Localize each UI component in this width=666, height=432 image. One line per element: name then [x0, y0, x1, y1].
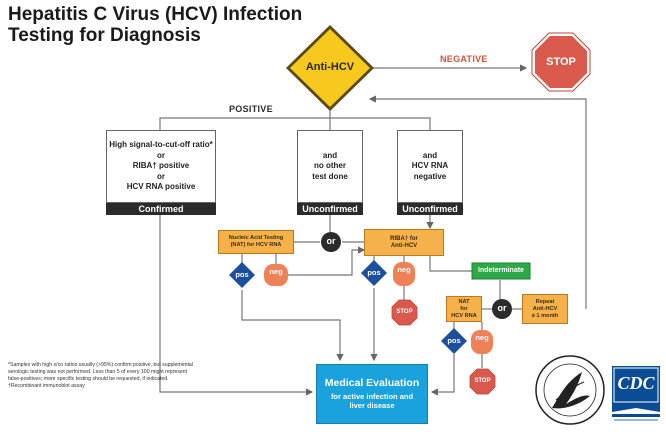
footnote-line-1: *Samples with high s/co ratios usually (…	[8, 362, 193, 368]
box-rnaneg-line-1: and	[422, 150, 438, 160]
title-line-2: Testing for Diagnosis	[8, 25, 201, 46]
repeat-line-2: Anti-HCV	[532, 305, 558, 312]
riba-box: RIBA† for Anti-HCV	[364, 229, 444, 256]
unconfirmed-bar-2: Unconfirmed	[397, 203, 463, 215]
connector-confirmed-to-med	[159, 358, 314, 396]
box-rnaneg-line-3: negative	[413, 171, 447, 181]
med-line-1: Medical Evaluation	[324, 377, 420, 389]
pos-label-nat: pos	[235, 270, 249, 279]
or-circle-2	[492, 299, 512, 319]
neg-pill-nat: neg	[264, 264, 288, 286]
pos-diamond-nat	[229, 262, 255, 288]
box-high-line-1: High signal-to-cut-off ratio*	[109, 140, 213, 150]
nat2-line-1: NAT	[458, 298, 470, 305]
riba-line-2: Anti-HCV	[390, 242, 418, 249]
stop-sign-riba-neg	[391, 299, 418, 326]
nat-line-1: Nucleic Acid Testing	[228, 235, 284, 241]
neg-pill-nat2: neg	[471, 330, 493, 354]
positive-label: POSITIVE	[229, 104, 273, 114]
nat2-line-3: HCV RNA	[451, 312, 477, 319]
riba-line-1: RIBA† for	[390, 235, 418, 242]
footnotes: *Samples with high s/co ratios usually (…	[8, 362, 308, 390]
nat2-line-2: for	[460, 305, 468, 312]
diagram-title: Hepatitis C Virus (HCV) Infection Testin…	[8, 4, 302, 46]
box-noother-line-2: no other	[314, 161, 346, 171]
or-label-2: or	[497, 303, 507, 313]
box-hcv-rna-negative: and HCV RNA negative	[397, 130, 463, 203]
box-high-line-2: or	[157, 150, 165, 160]
connector-to-rnaneg	[330, 117, 431, 130]
box-no-other-test: and no other test done	[297, 130, 363, 203]
box-high-line-3: RIBA† positive	[132, 161, 190, 171]
connector-nat2pos-to-med	[430, 354, 455, 396]
connector-anti-to-branches	[159, 108, 331, 130]
connector-riba-indeterminate	[429, 256, 472, 272]
stop-sign-negative	[531, 32, 591, 92]
anti-hcv-label: Anti-HCV	[305, 61, 355, 73]
or-label-1: or	[326, 236, 336, 246]
hhs-seal-icon	[535, 355, 605, 425]
nat-line-2: (NAT) for HCV RNA	[230, 242, 282, 248]
box-noother-line-1: and	[322, 150, 338, 160]
stop-label-nat2-neg: STOP	[474, 378, 491, 384]
footnote-line-2: serologic testing was not performed. Les…	[8, 369, 188, 375]
stop-label-riba-neg: STOP	[396, 309, 413, 315]
connector-natneg-to-riba	[288, 246, 366, 276]
pos-label-riba: pos	[367, 268, 381, 277]
stop-label-negative: STOP	[546, 56, 576, 68]
box-noother-line-3: test done	[312, 171, 348, 181]
confirmed-bar: Confirmed	[106, 203, 216, 215]
neg-pill-riba: neg	[393, 262, 415, 286]
stop-sign-nat2-neg	[469, 368, 496, 395]
box-high-line-4: or	[157, 171, 165, 181]
box-rnaneg-line-2: HCV RNA	[411, 161, 449, 171]
title-line-1: Hepatitis C Virus (HCV) Infection	[8, 4, 303, 25]
footnote-line-3: false-positives; more specific testing s…	[8, 376, 169, 382]
negative-label: NEGATIVE	[440, 54, 488, 64]
connector-natpos-to-med	[241, 290, 344, 362]
box-high-line-5: HCV RNA positive	[126, 182, 196, 192]
repeat-line-3: ≥ 1 month	[531, 312, 559, 319]
pos-diamond-riba	[361, 260, 387, 286]
nat-box: Nucleic Acid Testing (NAT) for HCV RNA	[218, 230, 294, 254]
med-line-3: liver disease	[349, 401, 395, 410]
footnote-line-4: †Recombinant immunoblot assay	[8, 383, 85, 389]
repeat-box: Repeat Anti-HCV ≥ 1 month	[522, 294, 568, 324]
pos-label-nat2: pos	[447, 336, 461, 345]
indeterminate-label: Indeterminate	[478, 267, 524, 274]
cdc-logo	[612, 366, 660, 421]
repeat-line-1: Repeat	[535, 298, 555, 305]
or-circle-1	[321, 232, 341, 252]
nat2-box: NAT for HCV RNA	[446, 296, 482, 322]
box-high-signal: High signal-to-cut-off ratio* or RIBA† p…	[106, 130, 216, 203]
medical-evaluation-box: Medical Evaluation for active infection …	[316, 364, 428, 424]
cdc-logo-text: CDC	[617, 373, 655, 393]
pos-diamond-nat2	[441, 328, 467, 354]
anti-hcv-diamond	[286, 25, 374, 111]
connector-repeat-back	[368, 95, 587, 309]
med-line-2: for active infection and	[330, 392, 414, 401]
indeterminate-box	[471, 262, 531, 280]
unconfirmed-bar-1: Unconfirmed	[297, 203, 363, 215]
